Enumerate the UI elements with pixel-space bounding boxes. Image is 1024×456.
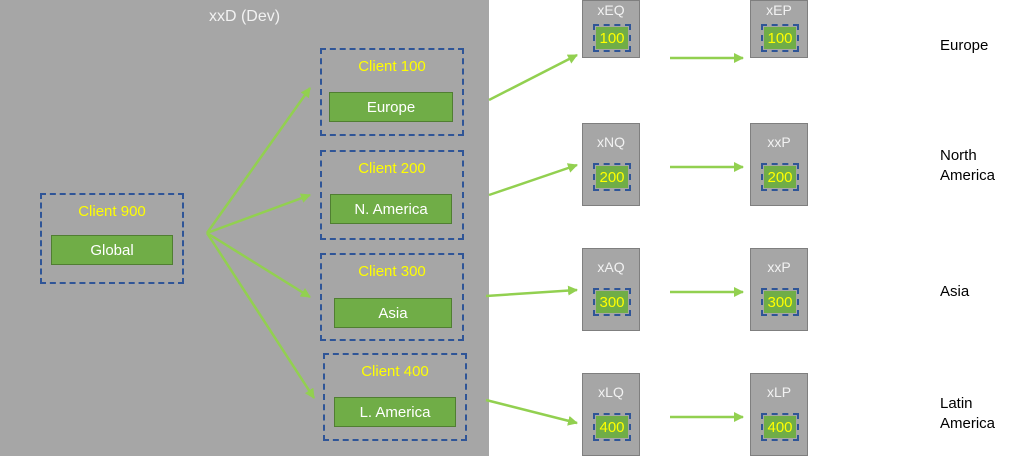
arrow-dev-to-qa-300	[485, 285, 578, 298]
dev-system-title: xxD (Dev)	[208, 8, 281, 25]
region-label-north-america: North America	[940, 146, 995, 186]
qa-system-box-lq: xLQ 400	[582, 373, 640, 456]
client-300-box: Client 300 Asia	[320, 253, 464, 341]
qa-client-number: 100	[596, 27, 628, 49]
arrow-global-to-400	[205, 232, 316, 399]
client-200-label: Client 200	[358, 160, 426, 177]
prod-system-label: xEP	[766, 2, 792, 18]
qa-system-label: xAQ	[597, 259, 625, 275]
prod-system-box-xp-200: xxP 200	[750, 123, 808, 206]
arrow-dev-to-qa-400	[485, 398, 578, 426]
qa-system-box-nq: xNQ 200	[582, 123, 640, 206]
region-l-america: L. America	[334, 397, 456, 427]
prod-system-box-xp-300: xxP 300	[750, 248, 808, 331]
region-label-line1: North	[940, 147, 977, 164]
prod-client-number: 100	[764, 27, 796, 49]
prod-client-number: 400	[764, 416, 796, 438]
region-label-latin-america: Latin America	[940, 394, 995, 434]
prod-system-box-lp: xLP 400	[750, 373, 808, 456]
client-100-label: Client 100	[358, 58, 426, 75]
qa-system-box-eq: xEQ 100	[582, 0, 640, 58]
prod-client-box: 300	[761, 288, 799, 316]
qa-client-number: 200	[596, 166, 628, 188]
qa-client-box: 300	[593, 288, 631, 316]
prod-client-box: 200	[761, 163, 799, 191]
region-label-asia: Asia	[940, 282, 969, 302]
region-n-america: N. America	[330, 194, 452, 224]
qa-system-label: xLQ	[598, 384, 624, 400]
qa-system-label: xNQ	[597, 134, 625, 150]
client-200-box: Client 200 N. America	[320, 150, 464, 240]
client-100-box: Client 100 Europe	[320, 48, 464, 136]
region-label-line1: Europe	[940, 37, 989, 54]
prod-client-box: 100	[761, 24, 799, 52]
arrow-global-to-200	[206, 193, 311, 235]
client-900-label: Client 900	[78, 203, 146, 220]
dev-system-panel: xxD (Dev)	[0, 0, 489, 456]
region-label-line1: Asia	[940, 283, 970, 300]
qa-client-box: 100	[593, 24, 631, 52]
qa-system-label: xEQ	[597, 2, 625, 18]
arrow-dev-to-qa-100	[488, 53, 578, 102]
region-asia: Asia	[334, 298, 452, 328]
qa-client-box: 200	[593, 163, 631, 191]
qa-client-number: 400	[596, 416, 628, 438]
arrow-global-to-100	[205, 87, 312, 234]
prod-system-label: xLP	[766, 384, 792, 400]
prod-system-label: xxP	[767, 259, 791, 275]
region-label-line1: Latin	[940, 395, 973, 412]
arrow-dev-to-qa-200	[488, 163, 578, 197]
qa-client-box: 400	[593, 413, 631, 441]
qa-client-number: 300	[596, 291, 628, 313]
prod-system-box-ep: xEP 100	[750, 0, 808, 58]
client-400-box: Client 400 L. America	[323, 353, 467, 441]
prod-client-box: 400	[761, 413, 799, 441]
client-300-label: Client 300	[358, 263, 426, 280]
prod-system-label: xxP	[767, 134, 791, 150]
prod-client-number: 300	[764, 291, 796, 313]
region-label-europe: Europe	[940, 36, 988, 56]
region-europe: Europe	[329, 92, 453, 122]
arrow-global-to-300	[206, 231, 311, 299]
qa-system-box-aq: xAQ 300	[582, 248, 640, 331]
region-label-line2: America	[940, 415, 996, 432]
region-label-line2: America	[940, 167, 996, 184]
client-400-label: Client 400	[361, 363, 429, 380]
region-global: Global	[51, 235, 173, 265]
client-900-box: Client 900 Global	[40, 193, 184, 284]
prod-client-number: 200	[764, 166, 796, 188]
